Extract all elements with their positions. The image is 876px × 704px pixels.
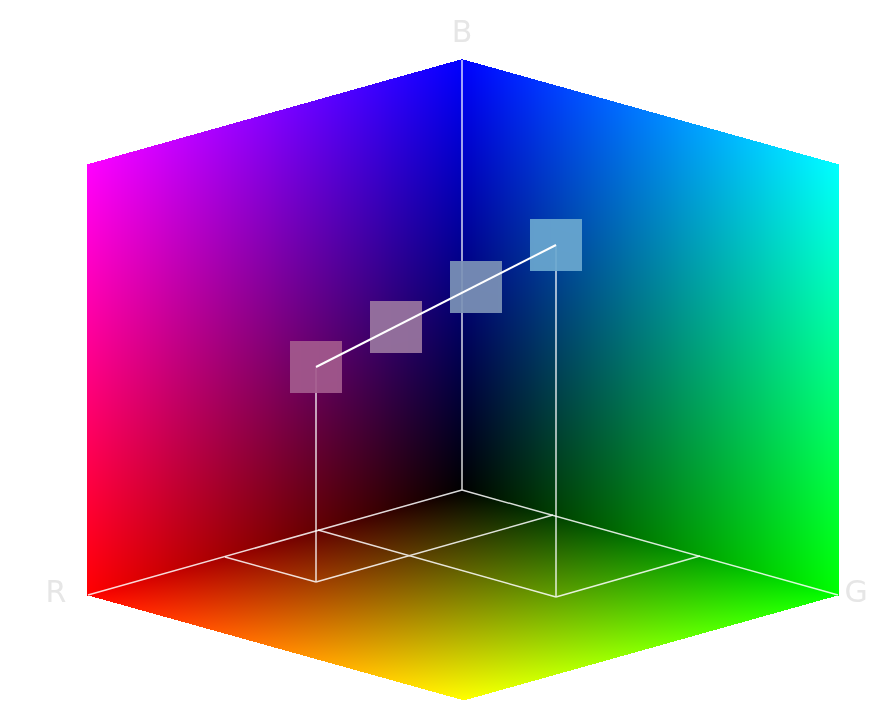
axis-label: R [46, 577, 67, 607]
cube-axes [88, 60, 838, 595]
color-samples [290, 219, 582, 393]
floor-line [318, 530, 556, 597]
floor-line [225, 557, 316, 582]
floor-line [316, 515, 553, 582]
interpolation-line [316, 245, 556, 367]
projection-lines [225, 245, 700, 597]
axis-label: B [452, 17, 473, 47]
floor-line [556, 556, 700, 597]
drop-line [315, 367, 317, 582]
color-square [450, 261, 502, 313]
axis-label: G [844, 577, 867, 607]
r-axis-line [88, 490, 462, 595]
drop-line [555, 245, 557, 597]
g-axis-line [462, 490, 838, 595]
